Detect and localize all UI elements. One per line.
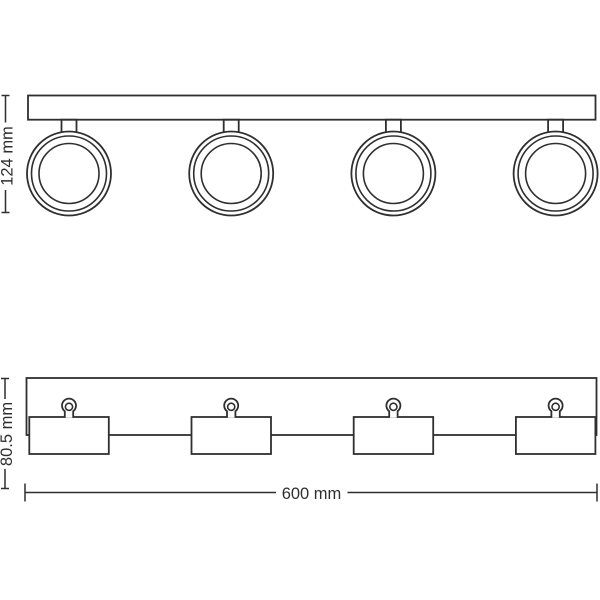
dimension-line xyxy=(1,377,9,490)
dimension-depth: 80.5 mm xyxy=(0,377,16,490)
spot-head xyxy=(352,416,435,455)
dimension-width: 600 mm xyxy=(24,483,598,503)
dimension-height: 124 mm xyxy=(0,94,17,214)
spot-top-3 xyxy=(352,397,435,455)
spot-head xyxy=(515,416,597,455)
swivel-pin-inner xyxy=(64,402,74,412)
spot-top-4 xyxy=(515,397,597,455)
spot-top-1 xyxy=(28,397,110,455)
spot-front-2 xyxy=(188,118,275,217)
spot-ring-inner xyxy=(524,142,587,205)
spot-front-3 xyxy=(350,118,437,217)
dimension-label-depth: 80.5 mm xyxy=(0,402,16,466)
spot-ring-middle xyxy=(355,135,432,212)
swivel-pin xyxy=(547,397,564,418)
view-front xyxy=(26,94,599,217)
dimension-label-height: 124 mm xyxy=(0,126,17,186)
spot-ring-inner xyxy=(362,142,425,205)
spot-front-4 xyxy=(512,118,599,217)
spot-head xyxy=(28,416,110,455)
spot-ring-middle xyxy=(517,135,594,212)
dimension-label-width: 600 mm xyxy=(282,485,342,503)
dimension-line xyxy=(1,94,10,214)
spot-ring-inner xyxy=(38,142,100,205)
spot-top-2 xyxy=(190,397,272,455)
swivel-pin xyxy=(223,397,240,418)
swivel-pin-inner xyxy=(551,402,560,412)
spot-ring-middle xyxy=(30,135,108,212)
swivel-pin-inner xyxy=(388,402,398,412)
spot-front-1 xyxy=(26,118,112,217)
swivel-pin-inner xyxy=(226,402,236,412)
mounting-bar-top xyxy=(25,377,598,436)
swivel-pin xyxy=(61,397,77,418)
spot-head xyxy=(190,416,272,455)
spot-ring-middle xyxy=(192,135,270,212)
swivel-pin xyxy=(385,397,402,418)
mounting-bar-front xyxy=(27,94,597,121)
spot-ring-inner xyxy=(200,142,262,205)
dimension-line xyxy=(24,483,598,502)
view-top xyxy=(25,377,598,455)
